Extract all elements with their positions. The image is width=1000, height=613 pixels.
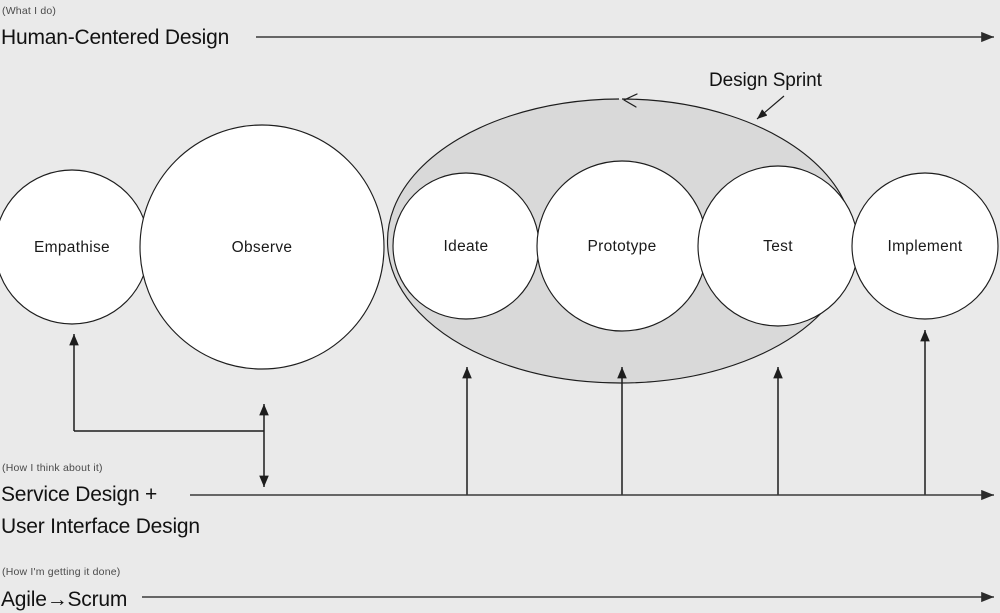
phase-label-prototype: Prototype bbox=[587, 238, 656, 255]
track-title-agile-scrum: Agile→Scrum bbox=[1, 588, 127, 611]
phase-label-observe: Observe bbox=[232, 239, 293, 256]
design-sprint-pointer-arrow bbox=[756, 95, 785, 120]
design-sprint-direction-arrowhead bbox=[623, 93, 638, 108]
phase-label-ideate: Ideate bbox=[444, 238, 489, 255]
design-sprint-label: Design Sprint bbox=[709, 70, 823, 91]
caption-how-getting-done: (How I'm getting it done) bbox=[2, 566, 120, 578]
phase-circle-implement bbox=[851, 172, 999, 320]
phase-label-empathise: Empathise bbox=[34, 239, 110, 256]
track-title-human-centered-design: Human-Centered Design bbox=[1, 26, 229, 49]
phase-label-implement: Implement bbox=[887, 238, 962, 255]
caption-how-i-think: (How I think about it) bbox=[2, 462, 103, 474]
track-title-user-interface-design: User Interface Design bbox=[1, 515, 200, 538]
caption-what-i-do: (What I do) bbox=[2, 5, 56, 17]
phase-circle-observe bbox=[139, 124, 385, 370]
phase-label-test: Test bbox=[763, 238, 793, 255]
track-title-service-design: Service Design + bbox=[1, 483, 157, 506]
